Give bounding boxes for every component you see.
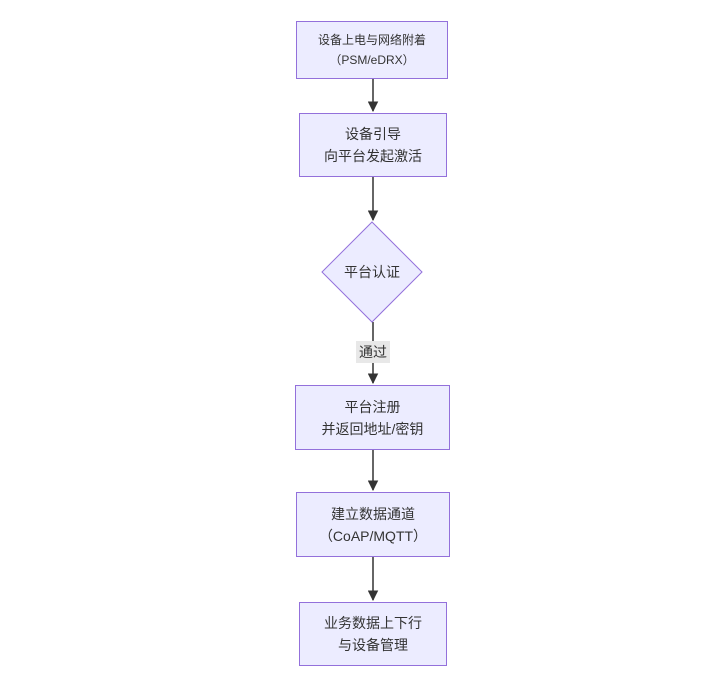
node-text-line: 建立数据通道: [331, 505, 415, 522]
node-text-line: 并返回地址/密钥: [321, 420, 424, 437]
node-text-line: 向平台发起激活: [324, 148, 422, 164]
node-device-power-on: 设备上电与网络附着 （PSM/eDRX）: [296, 21, 448, 79]
node-text-line: 与设备管理: [338, 637, 408, 653]
node-device-bootstrap: 设备引导 向平台发起激活: [299, 113, 447, 177]
node-data-channel: 建立数据通道 （CoAP/MQTT）: [296, 492, 450, 557]
edge-label-pass: 通过: [356, 341, 390, 363]
node-business-data: 业务数据上下行 与设备管理: [299, 602, 447, 666]
node-text-line: 平台注册: [344, 398, 401, 415]
node-platform-register: 平台注册 并返回地址/密钥: [295, 385, 450, 450]
node-text-line: （CoAP/MQTT）: [318, 527, 428, 544]
node-text-line: 设备上电与网络附着: [317, 33, 426, 47]
node-text-line: 设备引导: [345, 126, 401, 142]
node-text-line: 业务数据上下行: [324, 615, 422, 631]
node-text-line: （PSM/eDRX）: [329, 53, 415, 67]
node-platform-auth-label: 平台认证: [344, 264, 400, 280]
